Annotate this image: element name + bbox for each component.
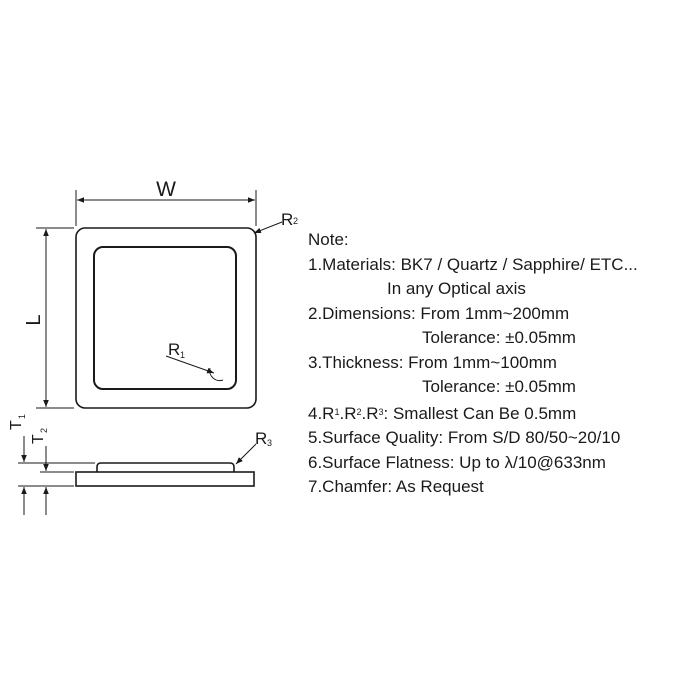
r3-leader (235, 443, 257, 465)
note-materials: 1.Materials: BK7 / Quartz / Sapphire/ ET… (308, 254, 638, 274)
side-base-plate (75, 471, 255, 487)
note-radii-sub3: 3 (378, 406, 384, 417)
r2-subscript: 2 (293, 216, 298, 226)
note-materials-cont: In any Optical axis (387, 279, 526, 298)
length-dimension (36, 227, 74, 409)
note-surface-quality: 5.Surface Quality: From S/D 80/50~20/10 (308, 428, 621, 447)
r2-label: R (281, 210, 293, 229)
note-dimensions-tolerance: Tolerance: ±0.05mm (422, 328, 576, 347)
note-radii-sub2: 2 (356, 406, 362, 417)
note-radii: 4.R1.R2.R3: Smallest Can Be 0.5mm (308, 400, 638, 427)
note-thickness: 3.Thickness: From 1mm~100mm (308, 352, 557, 372)
note-thickness-tolerance: Tolerance: ±0.05mm (422, 377, 576, 396)
r2-leader (253, 221, 283, 234)
note-radii-mid2: .R (361, 403, 379, 423)
note-radii-mid1: .R (339, 403, 357, 423)
t2-subscript: 2 (39, 428, 49, 433)
t1-label: T (8, 420, 25, 430)
notes-heading: Note: (308, 230, 349, 249)
note-surface-flatness: 6.Surface Flatness: Up to λ/10@633nm (308, 452, 606, 472)
r1-arc (209, 367, 224, 382)
r3-label: R (255, 429, 267, 448)
thickness-dimensions (18, 436, 95, 515)
width-dimension (75, 190, 257, 226)
width-label: W (156, 178, 176, 201)
specification-notes: Note: 1.Materials: BK7 / Quartz / Sapphi… (308, 228, 638, 500)
top-view (75, 227, 257, 409)
side-raised-step (96, 462, 235, 472)
side-view (75, 462, 255, 487)
note-radii-suffix: : Smallest Can Be 0.5mm (383, 403, 577, 423)
r1-leader (165, 355, 215, 374)
r3-subscript: 3 (267, 438, 272, 448)
note-radii-sub1: 1 (334, 406, 340, 417)
r1-subscript: 1 (180, 350, 185, 360)
r1-label: R (168, 340, 180, 359)
length-label: L (23, 314, 45, 325)
note-dimensions: 2.Dimensions: From 1mm~200mm (308, 303, 570, 323)
t2-label: T (30, 434, 47, 444)
inner-window-outline (93, 246, 237, 390)
outer-window-outline (75, 227, 257, 409)
note-chamfer: 7.Chamfer: As Request (308, 477, 484, 496)
note-radii-prefix: 4.R (308, 403, 335, 423)
t1-subscript: 1 (17, 414, 27, 419)
